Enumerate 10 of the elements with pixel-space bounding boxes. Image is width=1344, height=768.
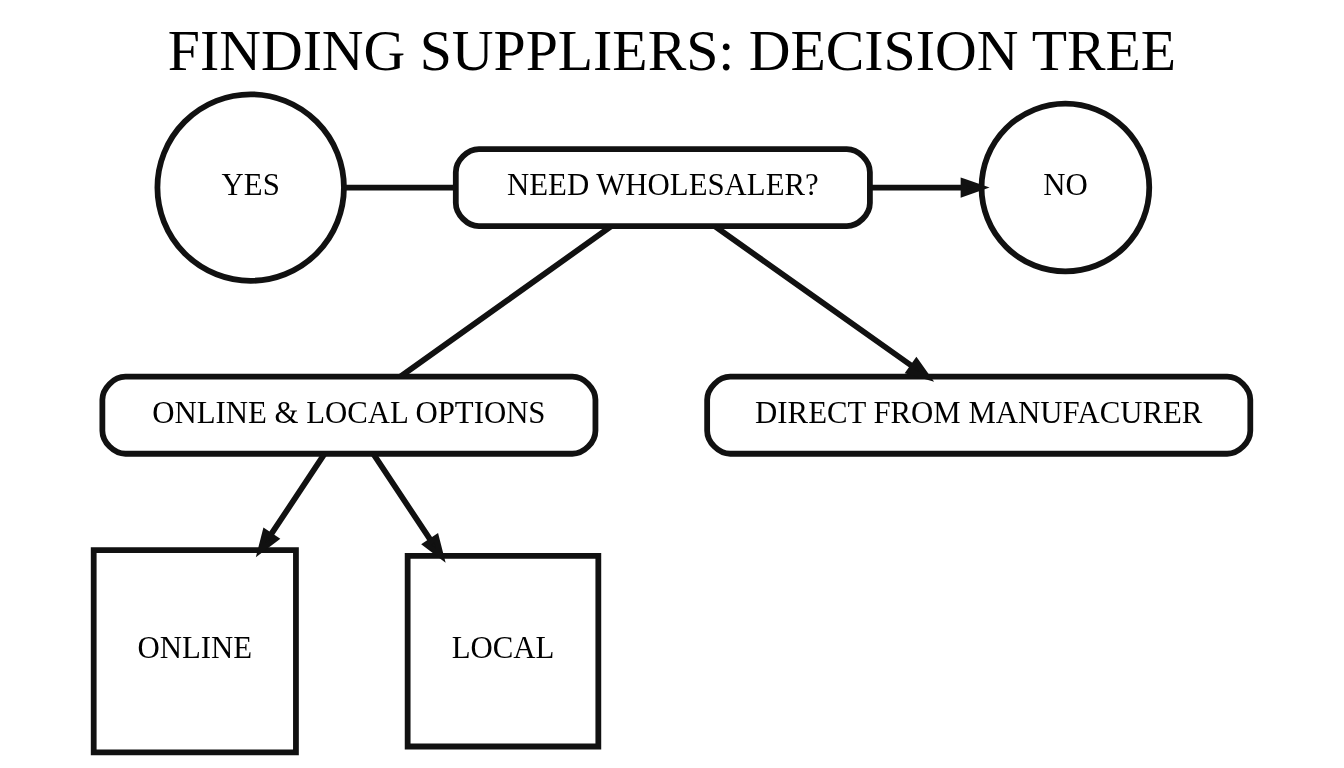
node-box: ONLINE	[90, 547, 299, 756]
node-box: LOCAL	[404, 552, 602, 750]
diagram-title: FINDING SUPPLIERS: DECISION TREE	[167, 18, 1177, 82]
node-circle: YES	[154, 91, 347, 284]
node-circle: NO	[978, 100, 1153, 275]
connector	[344, 184, 456, 191]
arrow	[870, 177, 990, 198]
node-box: ONLINE & LOCAL OPTIONS	[99, 373, 599, 457]
node-box: DIRECT FROM MANUFACURER	[704, 373, 1254, 457]
node-box: NEED WHOLESALER?	[452, 146, 873, 229]
